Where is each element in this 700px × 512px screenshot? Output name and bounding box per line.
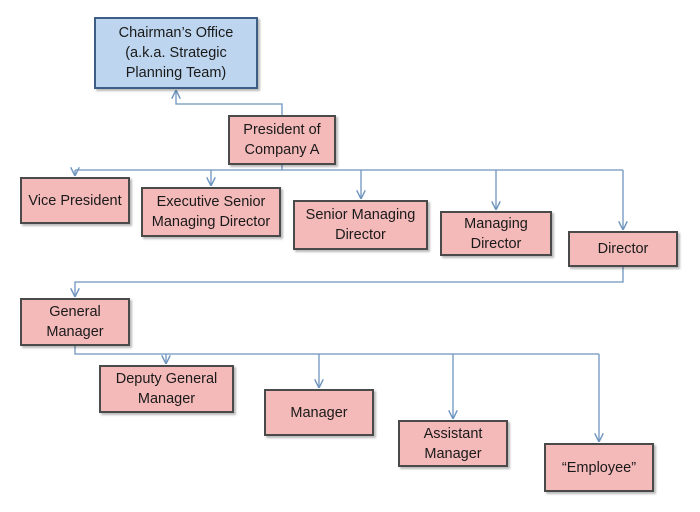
- managing-director-box: Managing Director: [440, 211, 552, 256]
- node-label: President of: [243, 122, 321, 138]
- node-label: Managing: [464, 215, 528, 232]
- node-label: Chairman’s Office: [118, 25, 234, 41]
- node-label: Director: [470, 235, 522, 252]
- node-label: Managing Director: [151, 214, 271, 230]
- connector-director-gm: [75, 267, 624, 296]
- node-label: Assistant: [423, 425, 483, 442]
- node-label: “Employee”: [561, 459, 637, 476]
- connector-president-chairman: [176, 91, 283, 115]
- director-box: Director: [568, 231, 678, 267]
- node-label: Senior Managing: [305, 207, 416, 223]
- executive-senior-managing-director-box: Executive Senior Managing Director: [141, 187, 281, 237]
- node-label: Planning Team): [125, 65, 227, 81]
- chairmans-office-box: Chairman’s Office (a.k.a. Strategic Plan…: [94, 17, 258, 89]
- assistant-manager-box: Assistant Manager: [398, 420, 508, 467]
- connector-gm-bus: [74, 346, 599, 355]
- node-label: Manager: [137, 391, 196, 407]
- node-label: Director: [597, 241, 649, 257]
- node-label: Vice President: [28, 192, 122, 209]
- node-label: Deputy General: [115, 371, 218, 387]
- vice-president-box: Vice President: [20, 177, 130, 224]
- president-box: President of Company A: [228, 115, 336, 165]
- node-label: General: [49, 304, 101, 320]
- employee-box: “Employee”: [544, 443, 654, 492]
- node-label: Executive Senior: [156, 194, 266, 210]
- senior-managing-director-box: Senior Managing Director: [293, 200, 428, 250]
- deputy-general-manager-box: Deputy General Manager: [99, 365, 234, 413]
- general-manager-box: General Manager: [20, 298, 130, 346]
- node-label: Company A: [244, 142, 320, 158]
- manager-box: Manager: [264, 389, 374, 436]
- node-label: Manager: [424, 445, 482, 462]
- node-label: (a.k.a. Strategic: [125, 45, 227, 61]
- node-label: Manager: [290, 404, 348, 421]
- node-label: Director: [335, 227, 386, 243]
- node-label: Manager: [46, 324, 104, 340]
